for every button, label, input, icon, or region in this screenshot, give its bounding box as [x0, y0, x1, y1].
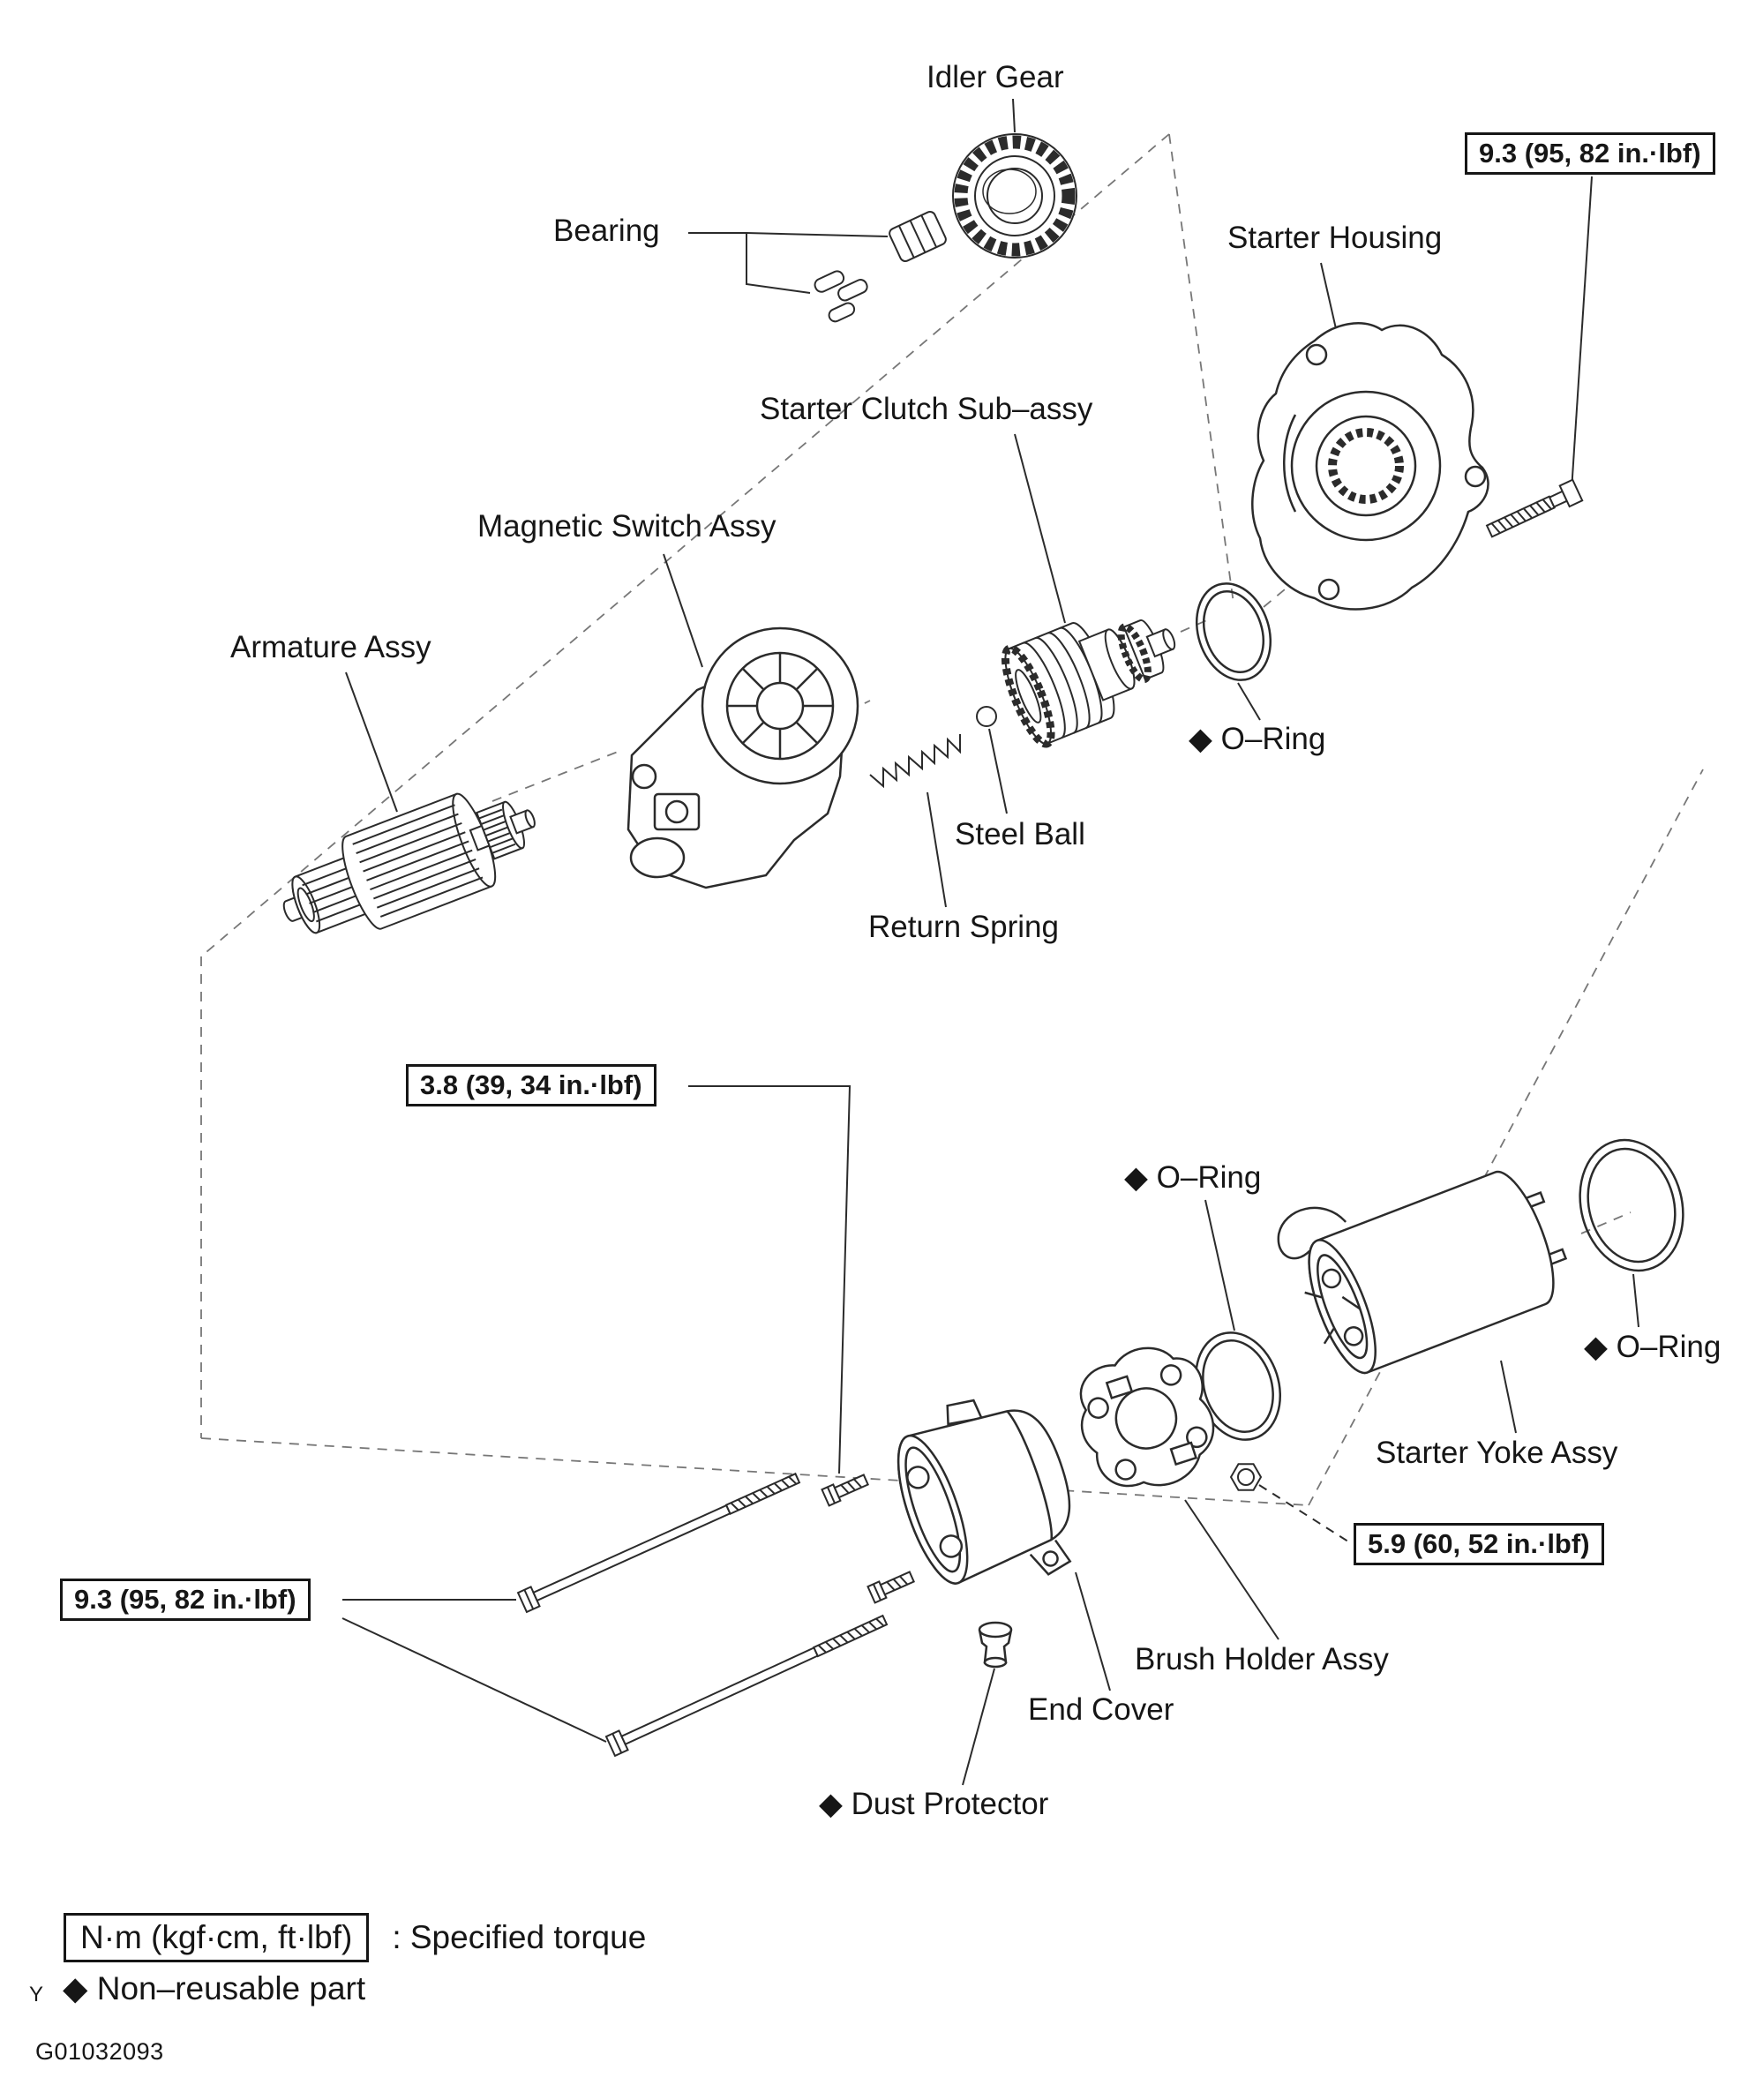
legend-non-reusable: ◆ Non–reusable part: [63, 1970, 366, 2006]
label-steel-ball: Steel Ball: [955, 817, 1085, 851]
steel-ball-drawing: [976, 706, 997, 727]
corner-mark: Y: [29, 1983, 44, 2006]
o-ring-upper-drawing: [1195, 582, 1272, 681]
starter-housing-drawing: [1251, 322, 1489, 611]
starter-clutch-drawing: [1001, 619, 1176, 748]
label-starter-yoke: Starter Yoke Assy: [1376, 1436, 1618, 1470]
label-brush-holder: Brush Holder Assy: [1135, 1642, 1389, 1676]
torque-spec-housing-bolt: 9.3 (95, 82 in.·lbf): [1465, 132, 1715, 175]
figure-id: G01032093: [35, 2038, 164, 2065]
label-o-ring-upper: ◆ O–Ring: [1189, 722, 1326, 756]
dust-protector-drawing: [978, 1621, 1013, 1669]
through-bolts-drawing: [517, 1467, 890, 1757]
idler-gear-drawing: [952, 133, 1077, 259]
torque-spec-terminal-nut: 5.9 (60, 52 in.·lbf): [1354, 1523, 1604, 1565]
construction-lines: [200, 133, 1704, 1506]
o-ring-right-drawing: [1579, 1138, 1684, 1272]
torque-spec-through-bolt: 9.3 (95, 82 in.·lbf): [60, 1579, 311, 1621]
legend-torque-unit-box: N·m (kgf·cm, ft·lbf): [64, 1913, 370, 1962]
label-magnetic-switch: Magnetic Switch Assy: [477, 509, 776, 544]
label-o-ring-middle: ◆ O–Ring: [1124, 1160, 1262, 1195]
torque-spec-switch-screw: 3.8 (39, 34 in.·lbf): [406, 1064, 656, 1106]
legend-torque-meaning: : Specified torque: [392, 1919, 647, 1955]
label-armature: Armature Assy: [230, 630, 431, 664]
label-dust-protector: ◆ Dust Protector: [819, 1787, 1049, 1821]
label-starter-clutch: Starter Clutch Sub–assy: [760, 392, 1093, 426]
starter-yoke-drawing: [1277, 1170, 1568, 1375]
return-spring-drawing: [869, 734, 961, 789]
label-end-cover: End Cover: [1028, 1692, 1174, 1727]
label-starter-housing: Starter Housing: [1227, 221, 1443, 255]
label-return-spring: Return Spring: [868, 910, 1059, 944]
end-cover-drawing: [897, 1399, 1072, 1585]
label-o-ring-right: ◆ O–Ring: [1584, 1330, 1722, 1364]
brush-holder-drawing: [1079, 1346, 1215, 1488]
legend: N·m (kgf·cm, ft·lbf) : Specified torque: [64, 1913, 646, 1962]
label-bearing: Bearing: [553, 214, 660, 248]
magnetic-switch-drawing: [626, 626, 859, 889]
bearing-drawing: [814, 211, 947, 323]
label-idler-gear: Idler Gear: [927, 60, 1064, 94]
terminal-nut-drawing: [1229, 1463, 1263, 1491]
armature-drawing: [282, 792, 536, 934]
housing-bolt-drawing: [1485, 478, 1584, 538]
